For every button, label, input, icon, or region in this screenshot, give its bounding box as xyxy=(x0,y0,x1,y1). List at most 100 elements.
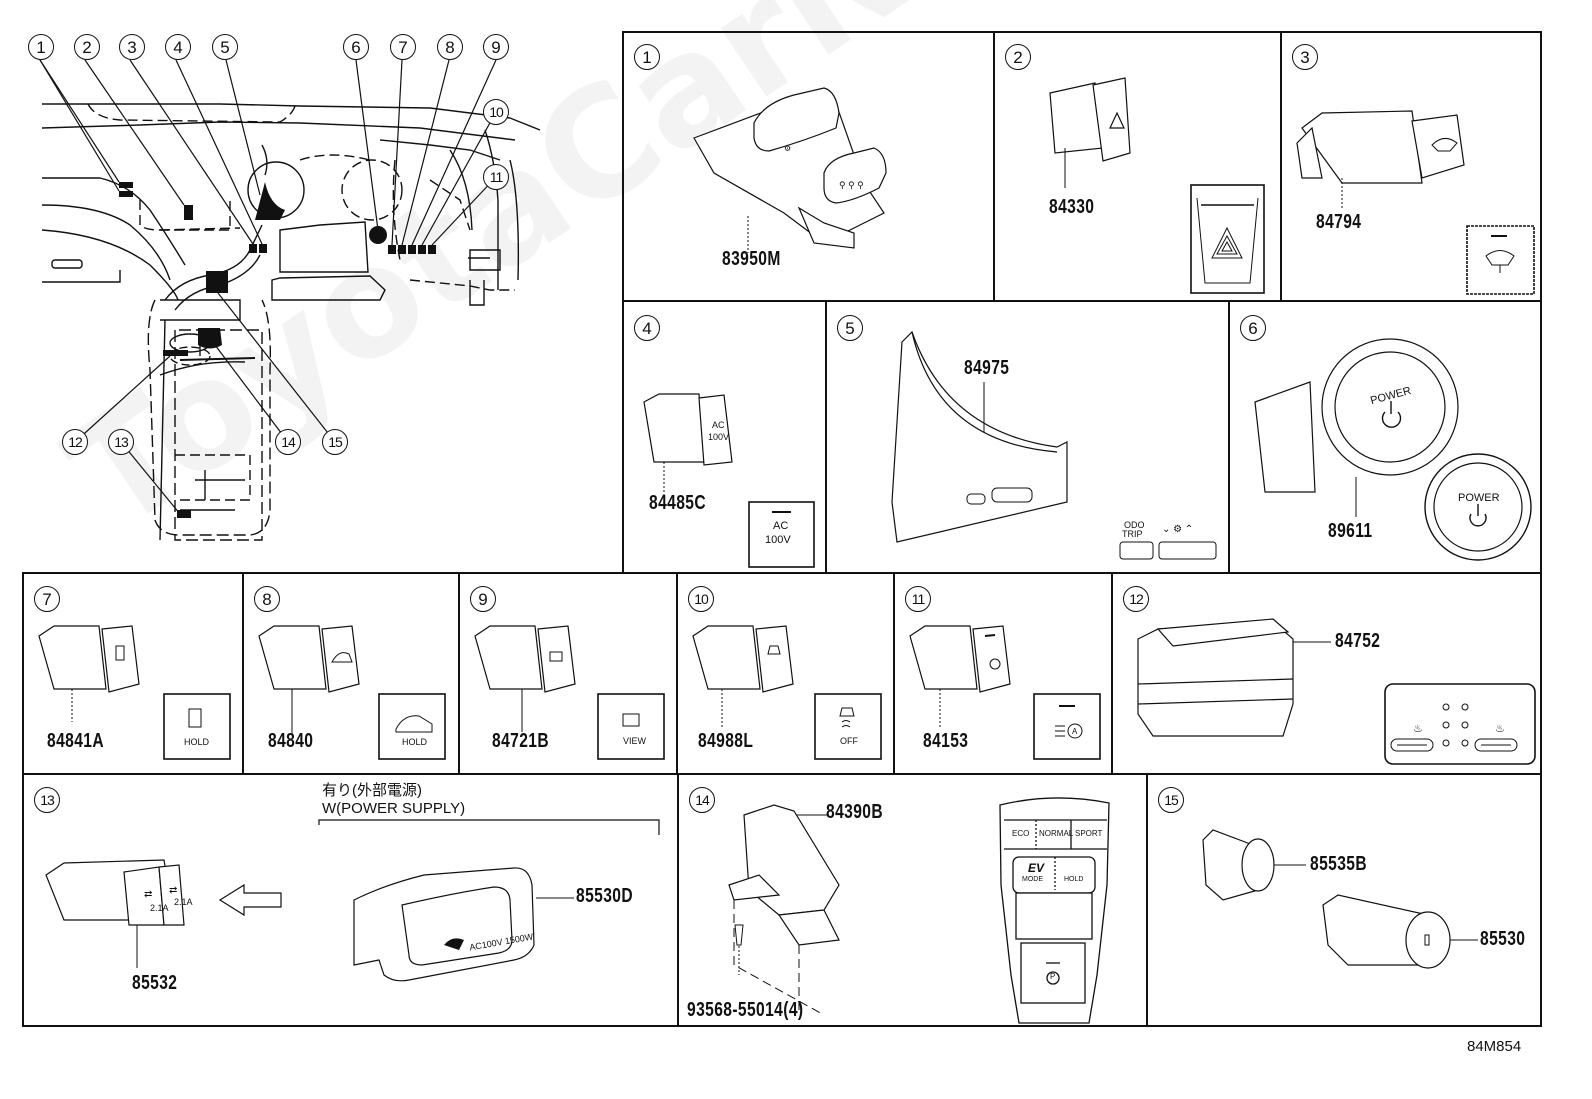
hold-label: HOLD xyxy=(402,737,428,747)
panel-3: 3 84794 xyxy=(1280,31,1542,302)
panel-7: HOLD 7 84841A xyxy=(22,572,244,775)
callout-2[interactable]: 2 xyxy=(74,34,100,60)
view-switch-drawing xyxy=(474,625,665,760)
part-number-84975[interactable]: 84975 xyxy=(964,357,1010,379)
panel-13-ref: 13 xyxy=(34,787,60,813)
callout-14[interactable]: 14 xyxy=(275,429,301,455)
callout-6[interactable]: 6 xyxy=(343,34,369,60)
wiper-icon xyxy=(1431,138,1458,152)
panel-4: AC 100V AC 100V 4 84485C xyxy=(622,300,827,574)
part-number-84721B[interactable]: 84721B xyxy=(492,730,549,752)
panel-7-ref: 7 xyxy=(34,586,60,612)
power-supply-note-en: W(POWER SUPPLY) xyxy=(322,800,466,817)
panel-6-ref: 6 xyxy=(1240,315,1266,341)
seat-heater-icon-right: ♨ xyxy=(1495,723,1505,735)
vsc-off-switch-drawing xyxy=(692,625,882,760)
svg-text:⌄ ⚙ ⌃: ⌄ ⚙ ⌃ xyxy=(1162,524,1193,535)
svg-text:⚙: ⚙ xyxy=(784,144,791,153)
panel-11-ref: 11 xyxy=(905,586,931,612)
part-number-84153[interactable]: 84153 xyxy=(923,730,969,752)
100v-label: 100V xyxy=(765,534,791,546)
trunk-opener-switch-drawing xyxy=(258,625,446,760)
hold-label: HOLD xyxy=(184,737,210,747)
wiper-de-icer-icon xyxy=(1485,250,1515,273)
ac-label-small: AC xyxy=(712,420,725,430)
hold-button[interactable]: HOLD xyxy=(1064,876,1084,883)
callout-13[interactable]: 13 xyxy=(108,429,134,455)
part-number-83950M[interactable]: 83950M xyxy=(722,248,781,270)
sport-button[interactable]: SPORT xyxy=(1075,829,1103,838)
part-number-84390B[interactable]: 84390B xyxy=(826,801,883,823)
part-number-84330[interactable]: 84330 xyxy=(1049,196,1095,218)
part-number-89611[interactable]: 89611 xyxy=(1328,520,1373,542)
ev-mode-button[interactable]: EV xyxy=(1028,861,1045,875)
svg-text:A: A xyxy=(1072,727,1078,736)
hazard-icon-box xyxy=(1190,184,1265,294)
panel-1: ⚙ ⚲ ⚲ ⚲ 1 83950M xyxy=(622,31,995,302)
panel-5: ⌄ ⚙ ⌃ ODO TRIP 5 84975 xyxy=(825,300,1230,574)
outlet-plug-icon xyxy=(444,938,464,950)
eco-button[interactable]: ECO xyxy=(1012,829,1030,838)
parking-brake-button[interactable]: P xyxy=(1050,972,1056,981)
odo-label: ODO xyxy=(1124,520,1145,530)
mode-label: MODE xyxy=(1022,876,1043,883)
usb-rating-left: 2.1A xyxy=(150,903,169,913)
callout-4[interactable]: 4 xyxy=(165,34,191,60)
location-markers xyxy=(119,182,436,518)
panel-10: OFF 10 84988L xyxy=(676,572,895,775)
auto-high-beam-switch-drawing: A xyxy=(909,625,1101,760)
off-label: OFF xyxy=(840,736,858,746)
panel-2: 2 84330 xyxy=(993,31,1282,302)
panel-1-ref: 1 xyxy=(634,44,660,70)
svg-text:⇄: ⇄ xyxy=(144,889,152,900)
meter-panel-drawing: ⌄ ⚙ ⌃ xyxy=(891,330,1217,560)
part-number-85532[interactable]: 85532 xyxy=(132,972,178,994)
callout-12[interactable]: 12 xyxy=(62,429,88,455)
part-number-84988L[interactable]: 84988L xyxy=(698,730,754,752)
100v-label-small: 100V xyxy=(708,432,730,442)
panel-8-ref: 8 xyxy=(254,586,280,612)
panel-2-ref: 2 xyxy=(1005,44,1031,70)
callout-8[interactable]: 8 xyxy=(437,34,463,60)
power-switch-drawing xyxy=(1254,338,1532,561)
diagram-code: 84M854 xyxy=(1467,1038,1522,1055)
callout-15[interactable]: 15 xyxy=(322,429,348,455)
panel-14: ECO NORMAL SPORT EV MODE HOLD P 14 84390… xyxy=(677,773,1148,1027)
callout-3[interactable]: 3 xyxy=(119,34,145,60)
panel-15: 15 85535B 85530 xyxy=(1146,773,1542,1027)
car-trunk-icon xyxy=(395,715,433,733)
console-switch-drawing xyxy=(728,797,1110,1024)
panel-13: ⇄ ⇄ 2.1A 2.1A AC100V 1500W 有り(外部電源) W(PO… xyxy=(22,773,679,1027)
seat-heater-icon-left: ♨ xyxy=(1413,723,1423,735)
svg-text:⚲ ⚲ ⚲: ⚲ ⚲ ⚲ xyxy=(839,180,864,190)
normal-button[interactable]: NORMAL xyxy=(1039,829,1074,838)
panel-15-ref: 15 xyxy=(1158,787,1184,813)
part-number-85535B[interactable]: 85535B xyxy=(1310,853,1367,875)
callout-10[interactable]: 10 xyxy=(483,99,509,125)
steering-pad-switch-drawing: ⚙ ⚲ ⚲ ⚲ xyxy=(693,87,887,253)
rear-defogger-switch-drawing xyxy=(1296,110,1535,295)
part-number-85530[interactable]: 85530 xyxy=(1480,928,1526,950)
callout-11[interactable]: 11 xyxy=(483,164,509,190)
callout-5[interactable]: 5 xyxy=(212,34,238,60)
panel-4-ref: 4 xyxy=(634,315,660,341)
panel-14-ref: 14 xyxy=(689,787,715,813)
part-number-84794[interactable]: 84794 xyxy=(1316,211,1362,233)
svg-text:⇄: ⇄ xyxy=(169,885,177,896)
callout-1[interactable]: 1 xyxy=(28,34,54,60)
part-number-84485C[interactable]: 84485C xyxy=(649,492,706,514)
part-number-84840[interactable]: 84840 xyxy=(268,730,314,752)
panel-5-ref: 5 xyxy=(837,315,863,341)
hazard-switch-drawing xyxy=(1049,77,1265,294)
panel-8: HOLD 8 84840 xyxy=(242,572,460,775)
part-number-84752[interactable]: 84752 xyxy=(1335,630,1381,652)
skid-car-icon xyxy=(839,707,855,728)
part-number-84841A[interactable]: 84841A xyxy=(47,730,104,752)
callout-7[interactable]: 7 xyxy=(390,34,416,60)
dashboard-outline xyxy=(39,59,541,541)
part-number-85530D[interactable]: 85530D xyxy=(576,885,633,907)
part-number-93568-55014[interactable]: 93568-55014(4) xyxy=(687,999,804,1021)
panel-12: ♨ ♨ 12 84752 xyxy=(1111,572,1542,775)
usb-rating-right: 2.1A xyxy=(174,897,193,907)
callout-9[interactable]: 9 xyxy=(483,34,509,60)
